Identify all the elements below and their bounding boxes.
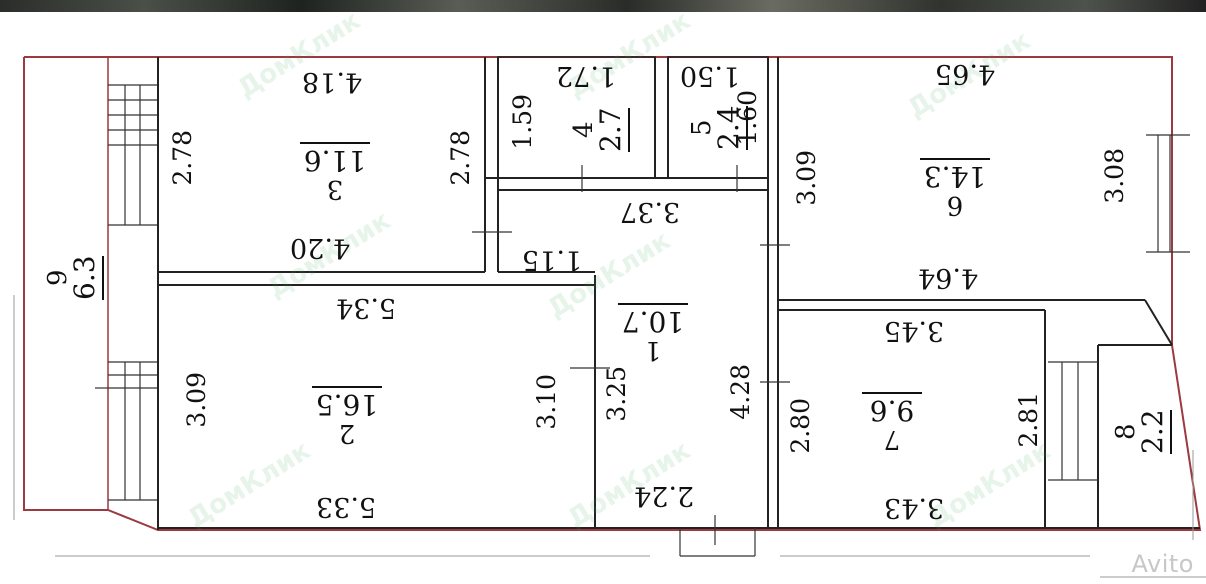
room-number: 6 — [946, 190, 964, 220]
entrance — [679, 528, 756, 557]
room-area: 2.7 — [594, 107, 630, 153]
dim-r7-right: 2.81 — [1014, 392, 1043, 448]
avito-watermark: Avito — [1131, 550, 1194, 578]
dim-r5-side: 1.60 — [733, 90, 762, 146]
dim-r1-right: 4.28 — [726, 364, 755, 420]
window-room-8 — [1048, 361, 1098, 481]
room-number: 8 — [1111, 423, 1141, 441]
room-area: 9.6 — [862, 392, 922, 427]
dim-r2-right: 3.10 — [532, 374, 561, 430]
dim-r6-left: 3.09 — [792, 150, 821, 206]
dim-r6-right: 3.08 — [1100, 148, 1129, 204]
dim-r5-top: 1.50 — [680, 60, 741, 91]
dim-r6-top: 4.65 — [935, 58, 996, 89]
room-4-label: 4 2.7 — [568, 100, 630, 160]
room-8-label: 8 2.2 — [1110, 400, 1172, 464]
room-2-label: 2 16.5 — [312, 386, 382, 448]
room-7-label: 7 9.6 — [862, 392, 922, 454]
dim-r7-left: 2.80 — [786, 398, 815, 454]
room-3-label: 3 11.6 — [300, 142, 370, 204]
interior-walls — [157, 57, 1200, 530]
room-number: 1 — [644, 335, 662, 365]
room-number: 5 — [687, 119, 717, 137]
dim-r3-right: 2.78 — [446, 130, 475, 186]
room-4-frame — [497, 56, 656, 179]
outer-wall — [23, 56, 1202, 531]
room-1-label: 1 10.7 — [618, 303, 688, 365]
dim-r2-top: 5.34 — [336, 292, 397, 323]
window-left-top — [108, 84, 158, 226]
room-number: 9 — [43, 269, 73, 287]
dim-r1-bottom: 2.24 — [634, 480, 695, 511]
room-6-label: 6 14.3 — [920, 158, 990, 220]
room-number: 4 — [569, 121, 599, 139]
room-5-frame — [667, 56, 769, 179]
room-9-label: 9 6.3 — [42, 246, 104, 310]
ground-lines — [13, 295, 1206, 578]
photo-strip — [0, 0, 1206, 12]
room-area: 14.3 — [920, 158, 990, 193]
dim-r3-bottom: 4.20 — [290, 232, 351, 263]
room-area: 6.3 — [68, 255, 104, 301]
dim-r7-bottom: 3.43 — [884, 492, 945, 523]
room-area: 10.7 — [618, 303, 688, 338]
room-area: 2.2 — [1136, 409, 1172, 455]
window-right — [1146, 134, 1190, 253]
door-marks — [472, 165, 790, 545]
room-number: 7 — [883, 424, 901, 454]
dim-r6-bottom: 4.64 — [918, 262, 979, 293]
dim-r1-left: 3.25 — [602, 366, 631, 422]
dim-r2-left: 3.09 — [182, 372, 211, 428]
dim-r2-bottom: 5.33 — [316, 491, 377, 522]
dim-r3-left: 2.78 — [168, 130, 197, 186]
dim-r1-top: 3.37 — [620, 196, 681, 227]
dim-r4-side: 1.59 — [508, 94, 537, 150]
room-number: 3 — [326, 174, 344, 204]
dim-r1-nook: 1.15 — [522, 244, 583, 275]
room-area: 11.6 — [300, 142, 370, 177]
dim-r4-top: 1.72 — [556, 60, 617, 91]
room-area: 16.5 — [312, 386, 382, 421]
room-number: 2 — [338, 418, 356, 448]
dim-r3-top: 4.18 — [302, 66, 363, 97]
dim-r7-top: 3.45 — [884, 315, 945, 346]
window-left-bottom — [95, 361, 158, 501]
